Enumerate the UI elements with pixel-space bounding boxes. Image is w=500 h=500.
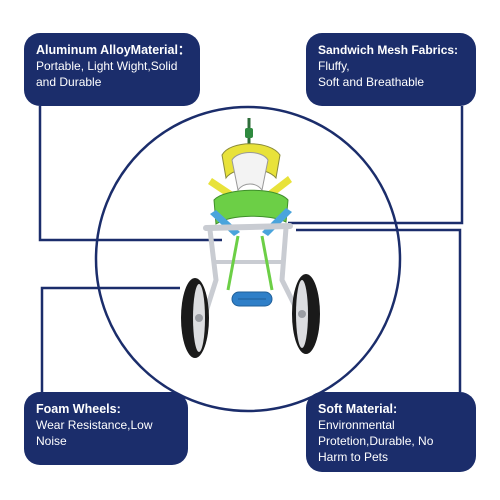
connector-top-right [288,106,464,225]
callout-foam-wheels: Foam Wheels: Wear Resistance,Low Noise [24,392,188,465]
callout-title: Foam Wheels: [36,402,121,416]
focus-circle [94,105,402,413]
dog-wheelchair-icon [181,118,320,358]
callout-desc: Portable, Light Wight,Solid and Durable [36,59,178,89]
callout-desc: Fluffy, Soft and Breathable [318,59,425,89]
callout-desc: Wear Resistance,Low Noise [36,418,153,448]
callout-sandwich-mesh: Sandwich Mesh Fabrics: Fluffy, Soft and … [306,33,476,106]
connector-bottom-right [296,228,462,392]
connector-bottom-left [40,286,180,392]
callout-title: Soft Material: [318,402,398,416]
callout-desc: Environmental Protetion,Durable, No Harm… [318,418,434,464]
callout-aluminum-alloy: Aluminum AlloyMaterial： Portable, Light … [24,33,200,106]
callout-title: Aluminum AlloyMaterial： [36,43,191,57]
connector-top-left [38,106,222,242]
callout-title: Sandwich Mesh Fabrics: [318,43,459,57]
callout-soft-material: Soft Material: Environmental Protetion,D… [306,392,476,472]
